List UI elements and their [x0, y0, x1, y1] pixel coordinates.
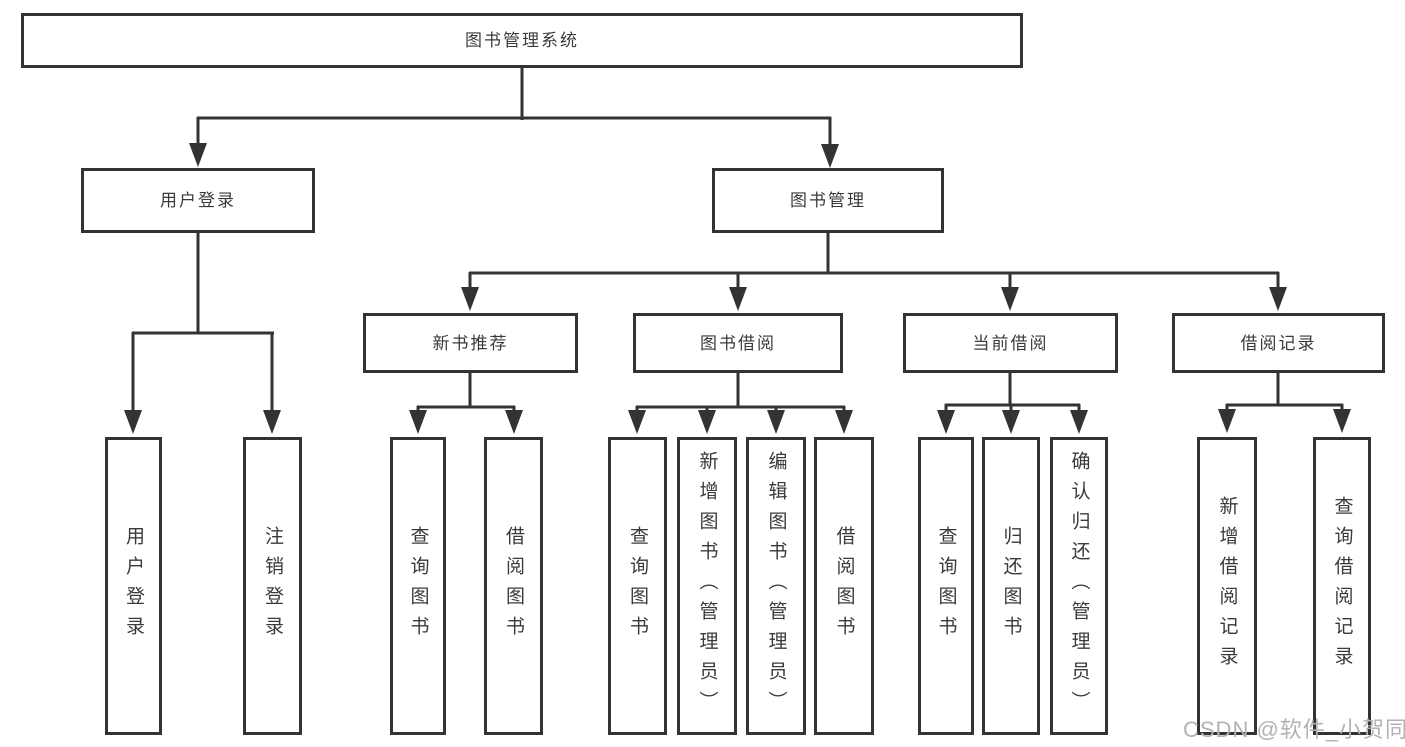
node-borrowing-records-label: 借阅记录: [1240, 333, 1317, 353]
node-book-management: 图书管理: [712, 168, 944, 233]
node-new-book-recommendation: 新书推荐: [363, 313, 578, 373]
connector-lines: [131, 68, 1344, 413]
leaf-add-books-admin: 新增图书（管理员）: [677, 437, 737, 735]
csdn-watermark: CSDN @软件_小贺同学: [1183, 717, 1405, 742]
leaf-borrow-books-borrowing-label: 借阅图书: [833, 526, 855, 646]
leaf-query-books-current: 查询图书: [918, 437, 974, 735]
leaf-user-login-label: 用户登录: [123, 526, 144, 646]
arrowhead-icons: [124, 143, 1351, 434]
leaf-query-books-current-label: 查询图书: [935, 526, 957, 646]
leaf-borrow-books-recommend: 借阅图书: [484, 437, 543, 735]
leaf-add-borrow-record-label: 新增借阅记录: [1216, 496, 1238, 676]
leaf-add-books-admin-label: 新增图书（管理员）: [696, 451, 718, 721]
node-borrowing-records: 借阅记录: [1172, 313, 1385, 373]
leaf-user-login: 用户登录: [105, 437, 162, 735]
leaf-confirm-return-admin-label: 确认归还（管理员）: [1068, 451, 1090, 721]
leaf-add-borrow-record: 新增借阅记录: [1197, 437, 1257, 735]
leaf-confirm-return-admin: 确认归还（管理员）: [1050, 437, 1108, 735]
node-new-book-recommendation-label: 新书推荐: [432, 333, 509, 353]
node-current-borrowing: 当前借阅: [903, 313, 1118, 373]
node-book-management-label: 图书管理: [790, 191, 866, 210]
node-book-borrowing: 图书借阅: [633, 313, 843, 373]
leaf-query-books-recommend: 查询图书: [390, 437, 446, 735]
leaf-borrow-books-borrowing: 借阅图书: [814, 437, 874, 735]
leaf-logout-label: 注销登录: [262, 526, 283, 646]
leaf-query-borrow-record-label: 查询借阅记录: [1331, 496, 1353, 676]
leaf-logout: 注销登录: [243, 437, 302, 735]
leaf-query-books-recommend-label: 查询图书: [407, 526, 429, 646]
leaf-edit-books-admin-label: 编辑图书（管理员）: [765, 451, 787, 721]
leaf-return-books-label: 归还图书: [1000, 526, 1022, 646]
node-book-borrowing-label: 图书借阅: [700, 333, 776, 353]
leaf-borrow-books-recommend-label: 借阅图书: [503, 526, 524, 646]
leaf-edit-books-admin: 编辑图书（管理员）: [746, 437, 806, 735]
leaf-query-books-borrowing: 查询图书: [608, 437, 667, 735]
leaf-return-books: 归还图书: [982, 437, 1040, 735]
leaf-query-borrow-record: 查询借阅记录: [1313, 437, 1371, 735]
node-user-login-label: 用户登录: [160, 191, 236, 210]
node-root-library-management-system: 图书管理系统: [21, 13, 1023, 68]
node-current-borrowing-label: 当前借阅: [972, 333, 1049, 353]
leaf-query-books-borrowing-label: 查询图书: [627, 526, 648, 646]
node-root-label: 图书管理系统: [465, 31, 579, 50]
node-user-login: 用户登录: [81, 168, 315, 233]
